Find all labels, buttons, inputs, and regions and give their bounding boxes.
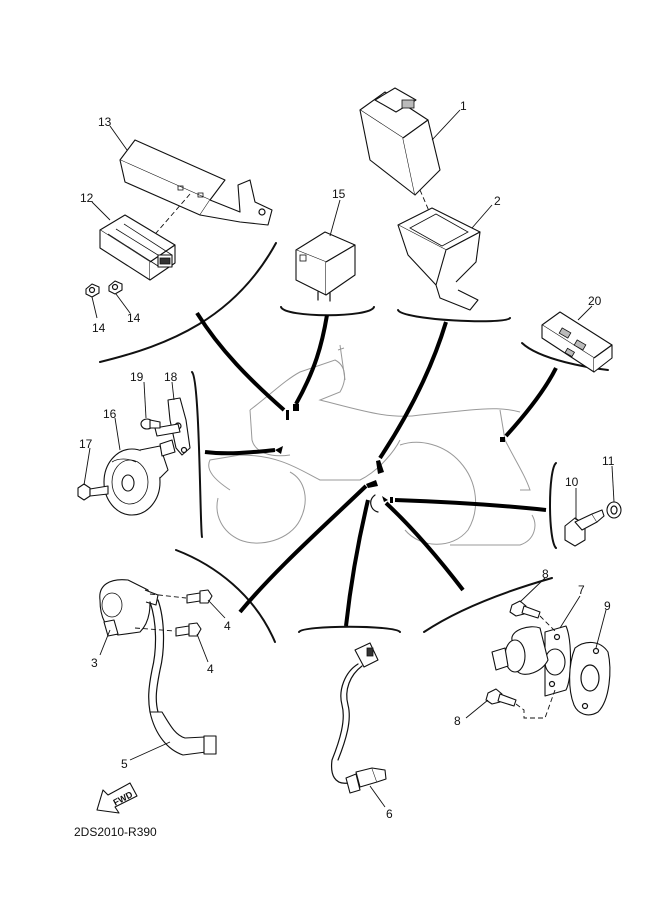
part-3-coil: [99, 579, 165, 713]
part-8-screws: [485, 600, 557, 719]
callout-17: 17: [79, 437, 93, 451]
callout-12: 12: [80, 191, 94, 205]
callout-15: 15: [332, 187, 346, 201]
callout-19: 19: [130, 370, 144, 384]
part-12-rectifier: [99, 214, 176, 281]
callout-4b: 4: [207, 662, 214, 676]
part-7-valve: [491, 625, 571, 697]
callout-20: 20: [588, 294, 602, 308]
callout-14b: 14: [127, 311, 141, 325]
part-18-stay: [154, 397, 191, 457]
callout-8b: 8: [454, 714, 461, 728]
callout-11: 11: [602, 454, 615, 468]
part-6-o2-sensor: [330, 642, 387, 794]
callout-10: 10: [565, 475, 579, 489]
callout-16: 16: [103, 407, 117, 421]
callout-8a: 8: [542, 567, 549, 581]
part-19-screw: [140, 418, 161, 430]
callout-numbers: 1 2 3 4 4 5 6 7 8 8 9 10 11 12 13 14 14 …: [79, 99, 615, 821]
part-17-bolt: [77, 483, 109, 501]
part-16-horn: [103, 445, 169, 516]
callout-5: 5: [121, 757, 128, 771]
callout-9: 9: [604, 599, 611, 613]
leader-lines: [195, 311, 558, 627]
drawing-code: 2DS2010-R390: [74, 825, 157, 839]
fwd-arrow: FWD: [96, 782, 138, 814]
part-5-plug-cap: [149, 711, 217, 756]
callout-6: 6: [386, 807, 393, 821]
callout-leaders: [83, 109, 615, 808]
callout-1: 1: [460, 99, 467, 113]
part-20-connector: [541, 311, 613, 373]
group-brackets: [99, 242, 609, 643]
part-14-nuts: [85, 280, 123, 298]
part-9-gasket: [569, 641, 611, 716]
part-2-holder: [397, 207, 481, 311]
part-1-ecu: [359, 87, 441, 233]
part-11-gasket: [606, 501, 622, 519]
part-13-bracket: [119, 139, 273, 241]
callout-13: 13: [98, 115, 112, 129]
callout-2: 2: [494, 194, 501, 208]
callout-4a: 4: [224, 619, 231, 633]
callout-14a: 14: [92, 321, 106, 335]
callout-7: 7: [578, 583, 585, 597]
location-markers: [275, 404, 505, 513]
part-10-sensor: [564, 509, 605, 547]
callout-3: 3: [91, 656, 98, 670]
part-15-relay: [295, 231, 356, 302]
part-4-bolts: [134, 589, 213, 637]
motorcycle-outline: [208, 344, 536, 546]
callout-18: 18: [164, 370, 178, 384]
